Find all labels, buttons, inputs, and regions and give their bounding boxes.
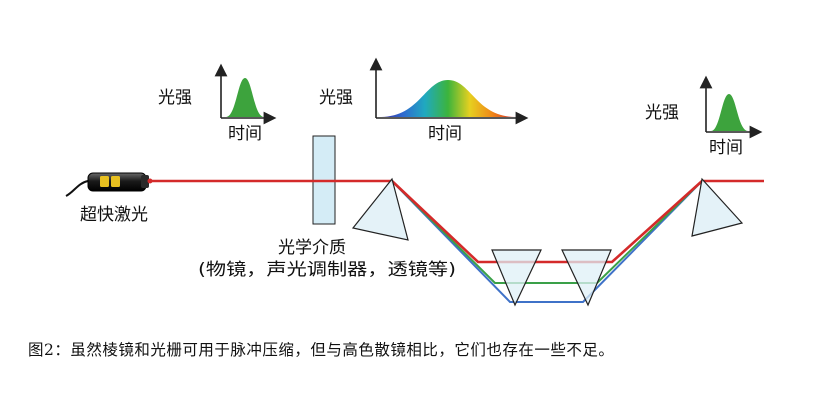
time-label: 时间 xyxy=(228,124,262,144)
prism-2 xyxy=(491,249,542,307)
output-pulse-chart: 光强 时间 xyxy=(645,75,763,158)
laser-label: 超快激光 xyxy=(80,205,148,225)
intensity-label: 光强 xyxy=(645,103,679,123)
time-label: 时间 xyxy=(428,124,462,144)
chirped-spectrum-icon xyxy=(369,57,529,125)
red-beam xyxy=(391,180,703,264)
optical-medium-label: 光学介质 xyxy=(278,238,346,258)
prism-4 xyxy=(691,177,744,237)
chirped-pulse-chart: 光强 时间 xyxy=(319,57,529,144)
prism-3 xyxy=(561,249,612,307)
laser-beams xyxy=(150,179,764,303)
time-label: 时间 xyxy=(709,138,743,158)
pulse-compression-diagram: 光强 时间 光强 时间 光强 时间 xyxy=(65,57,764,307)
figure-caption: 图2：虽然棱镜和光栅可用于脉冲压缩，但与高色散镜相比，它们也存在一些不足。 xyxy=(28,341,615,359)
prism-1 xyxy=(351,177,409,241)
input-pulse-chart: 光强 时间 xyxy=(158,63,277,144)
intensity-label: 光强 xyxy=(319,88,353,108)
prism-icon xyxy=(351,177,744,307)
pulse-chart-icon xyxy=(699,75,763,139)
blue-beam xyxy=(391,180,703,303)
pulse-chart-icon xyxy=(214,63,277,125)
green-beam xyxy=(391,180,703,284)
laser-device-icon xyxy=(65,172,153,197)
intensity-label: 光强 xyxy=(158,88,192,108)
optical-medium-examples: (物镜，声光调制器，透镜等) xyxy=(198,260,456,280)
